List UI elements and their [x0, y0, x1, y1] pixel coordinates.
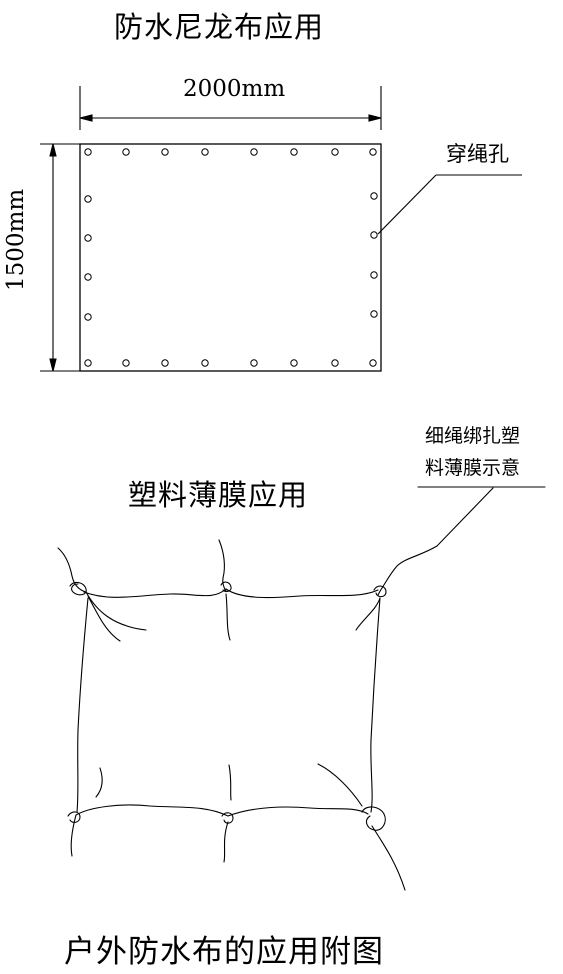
rope-top-right-tail: [355, 597, 381, 631]
grommet-hole: [122, 148, 130, 156]
rope-top-left: [57, 547, 87, 593]
rope-top-center: [218, 539, 227, 592]
grommet-hole: [250, 148, 258, 156]
rope-bottom-center: [223, 821, 229, 863]
grommet-hole: [290, 359, 298, 367]
width-arrow-right: [368, 114, 382, 122]
height-dimension-label: 1500mm: [3, 188, 29, 291]
grommet-hole: [370, 192, 378, 200]
height-arrow-top: [49, 143, 57, 157]
grommet-hole: [331, 359, 339, 367]
grommet-hole: [369, 359, 377, 367]
film-callout-label: 细绳绑扎塑 料薄膜示意: [425, 420, 520, 484]
grommet-hole: [161, 359, 169, 367]
tarp-section-title: 防水尼龙布应用: [114, 10, 325, 44]
rope-bottom-left-loose: [95, 767, 103, 798]
grommet-hole: [370, 271, 378, 279]
knot-bottom-center: [221, 812, 234, 824]
grommet-hole: [370, 310, 378, 318]
grommet-hole: [370, 231, 378, 239]
film-callout-line-1: 细绳绑扎塑: [425, 425, 521, 447]
rope-top-center-tail: [225, 593, 231, 641]
film-section-title: 塑料薄膜应用: [128, 478, 309, 512]
rope-bottom-right-loose: [317, 763, 363, 807]
knot-bottom-left: [67, 811, 81, 823]
grommet-holes: [84, 148, 378, 367]
knot-top-right: [373, 585, 387, 598]
rope-bottom-right: [371, 825, 406, 891]
knot-top-center: [220, 581, 232, 592]
rope-top-right: [377, 587, 383, 596]
tarp-diagram: [40, 86, 522, 372]
grommet-callout-label: 穿绳孔: [446, 142, 509, 166]
grommet-hole: [84, 359, 92, 367]
grommet-leader-line: [377, 174, 437, 235]
film-diagram: [57, 486, 546, 891]
grommet-hole: [161, 148, 169, 156]
film-bottom-edge: [75, 804, 369, 817]
grommet-hole: [331, 148, 339, 156]
grommet-hole: [84, 234, 92, 242]
film-leader-line: [381, 487, 494, 589]
knot-top-left: [69, 581, 87, 596]
rope-top-left-tail-2: [87, 595, 121, 642]
width-arrow-left: [79, 114, 93, 122]
grommet-hole: [84, 313, 92, 321]
rope-bottom-left: [70, 814, 77, 857]
grommet-hole: [250, 359, 258, 367]
figure-caption: 户外防水布的应用附图: [64, 934, 384, 970]
film-right-edge: [370, 597, 381, 813]
film-left-edge: [76, 597, 89, 813]
grommet-hole: [122, 359, 130, 367]
grommet-hole: [369, 148, 377, 156]
grommet-hole: [290, 148, 298, 156]
width-dimension-label: 2000mm: [183, 76, 286, 102]
rope-bottom-center-loose: [228, 764, 232, 801]
film-top-edge: [83, 588, 379, 599]
knot-bottom-right: [361, 806, 386, 831]
tarp-sheet: [79, 143, 382, 372]
grommet-hole: [84, 195, 92, 203]
grommet-hole: [201, 148, 209, 156]
grommet-hole: [84, 273, 92, 281]
grommet-hole: [84, 148, 92, 156]
film-callout-line-2: 料薄膜示意: [425, 457, 521, 479]
grommet-hole: [201, 359, 209, 367]
height-arrow-bottom: [49, 358, 57, 372]
